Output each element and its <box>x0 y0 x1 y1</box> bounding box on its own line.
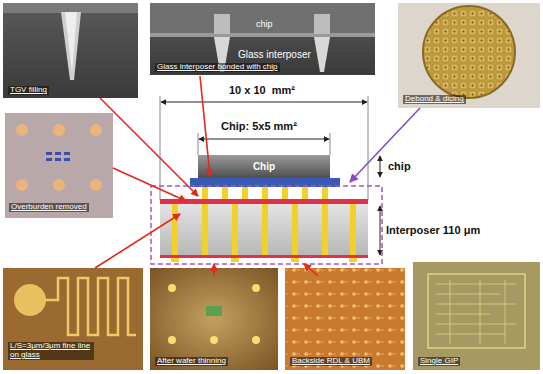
photo-panel: TGV filling <box>3 3 138 98</box>
layer-name: Glass interposer <box>238 49 311 60</box>
dimension-label: Interposer 110 μm <box>386 224 480 236</box>
photo-caption: After wafer thinning <box>155 357 228 366</box>
wafer-photo <box>398 3 540 108</box>
pointer-arrows <box>95 76 420 276</box>
photo-panel: Overburden removed <box>5 113 113 218</box>
package-cross-section <box>151 155 382 264</box>
dimension-label: chip <box>388 160 411 172</box>
rdl-photo <box>285 268 405 370</box>
photo-panel: Backside RDL & UBM <box>285 268 405 370</box>
photo-caption: Overburden removed <box>9 203 89 212</box>
chip-box: Chip <box>198 155 330 178</box>
layer-name: chip <box>256 20 273 30</box>
photo-panel: L/S=3μm/3μm fine line on glass <box>3 268 143 370</box>
gip-photo <box>413 262 540 370</box>
dimension-label: Chip: 5x5 mm² <box>221 120 297 132</box>
photo-panel: After wafer thinning <box>150 268 278 370</box>
photo-panel: chipGlass interposerGlass interposer bon… <box>150 3 375 75</box>
photo-caption: Backside RDL & UBM <box>290 357 372 366</box>
photo-caption: Glass interposer bonded with chip <box>155 63 280 72</box>
photo-panel: Single GIP <box>413 262 540 370</box>
photo-caption: TGV filling <box>8 86 49 95</box>
photo-caption: Single GIP <box>418 357 460 366</box>
photo-panel: Debond & dicing <box>398 3 540 108</box>
photo-caption: L/S=3μm/3μm fine line on glass <box>8 342 94 360</box>
dimension-label: 10 x 10 mm² <box>229 84 295 96</box>
thinning-photo <box>150 268 278 370</box>
dimension-lines <box>160 96 380 255</box>
chip-name: Chip <box>253 161 275 172</box>
fine-line-photo <box>3 268 143 370</box>
overburden-photo <box>5 113 113 218</box>
tgv-photo <box>3 3 138 98</box>
sem-photo <box>150 3 375 75</box>
photo-caption: Debond & dicing <box>403 95 466 104</box>
